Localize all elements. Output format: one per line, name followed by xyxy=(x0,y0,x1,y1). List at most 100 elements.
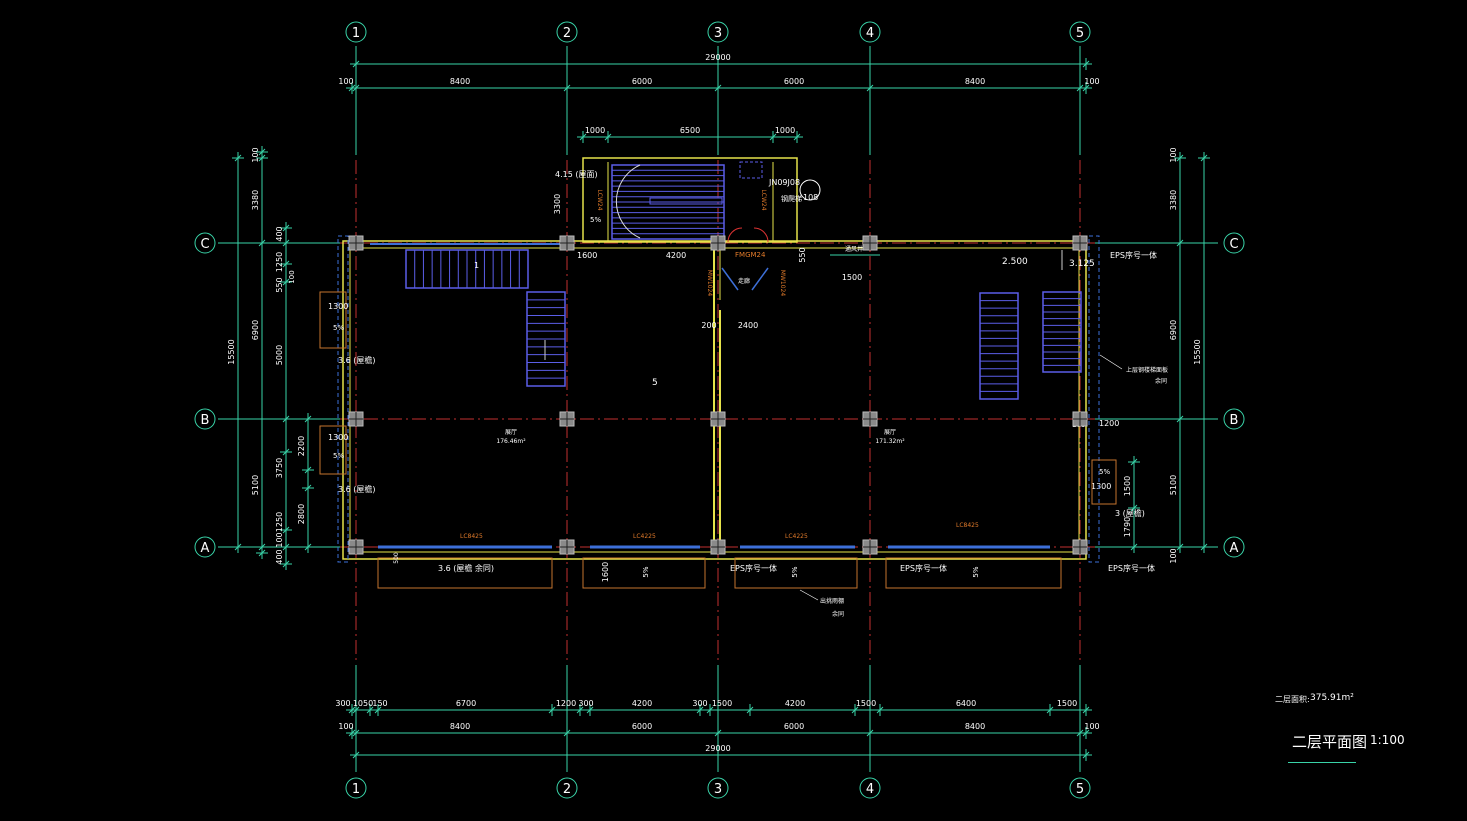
grid-bubble-label-C: C xyxy=(1229,237,1238,252)
grid-bubble-4 xyxy=(859,777,881,799)
grid-bubble-label-B: B xyxy=(1230,413,1239,428)
dim-right-mid-value: 6900 xyxy=(1169,320,1178,340)
dim-left-total-value: 15500 xyxy=(227,339,236,364)
drawing-scale: 1:100 xyxy=(1370,733,1405,747)
grid-bubble-C xyxy=(1223,232,1245,254)
dim-bottom-detail-value: 150 xyxy=(372,699,387,708)
dim-bottom-spans-value: 8400 xyxy=(965,722,985,731)
title-underline xyxy=(1288,762,1356,763)
stairs xyxy=(405,161,1082,400)
slope-label: 5% xyxy=(791,566,799,577)
grid-bubble-3 xyxy=(707,21,729,43)
grid-bubble-label-2: 2 xyxy=(563,782,571,797)
window-label: LC4225 xyxy=(785,533,808,540)
grid-bubble-label-A: A xyxy=(201,541,210,556)
dim-value: 1600 xyxy=(577,251,597,260)
leader-line xyxy=(1099,354,1123,370)
dim-bottom-detail-value: 1200 xyxy=(556,699,576,708)
window-label: LC4225 xyxy=(633,533,656,540)
corridor-label: 走廊 xyxy=(738,277,750,285)
dim-left-mid-value: 5100 xyxy=(251,475,260,495)
dim-stair-top-value: 1000 xyxy=(585,126,605,135)
dim-bottom-detail-value: 1500 xyxy=(1057,699,1077,708)
stair-enclosure xyxy=(582,157,798,243)
room-area: 176.46m² xyxy=(496,438,526,445)
grid-bubble-5 xyxy=(1069,777,1091,799)
room-area: 171.32m² xyxy=(875,438,905,445)
dim-bottom-total-value: 29000 xyxy=(705,744,730,753)
eps-label: EPS序号一体 xyxy=(1110,250,1157,260)
drawing-title: 二层平面图 xyxy=(1292,733,1368,751)
vent-label: 通风井 xyxy=(845,245,863,253)
vestibule-door xyxy=(721,267,769,291)
dim-top-spans-value: 6000 xyxy=(632,77,652,86)
dim-left-mid-value: 100 xyxy=(251,147,260,162)
grid-bubble-label-3: 3 xyxy=(714,26,722,41)
dim-value: 100 xyxy=(288,270,296,283)
grid-bubble-label-A: A xyxy=(1230,541,1239,556)
dim-right-mid-value: 5100 xyxy=(1169,475,1178,495)
vent-shaft xyxy=(739,161,763,179)
eps-label: EPS序号一体 xyxy=(1108,563,1155,573)
slope-label: 5% xyxy=(642,566,650,577)
dim-value: 1300 xyxy=(328,302,348,311)
dim-left-mid-value: 6900 xyxy=(251,320,260,340)
dim-right-mid-value: 3380 xyxy=(1169,190,1178,210)
stair-core-landing xyxy=(649,197,723,205)
grid-bubble-3 xyxy=(707,777,729,799)
area-value: 375.91m² xyxy=(1310,693,1354,703)
slope-label: 5% xyxy=(333,324,344,332)
door-label: MW1024 xyxy=(706,270,713,297)
dim-left-inner-value: 3750 xyxy=(275,458,284,478)
mech-number: 108 xyxy=(803,193,818,202)
area-label: 二层面积: xyxy=(1275,695,1310,704)
dim-top-spans-value: 8400 xyxy=(450,77,470,86)
grid-bubble-label-C: C xyxy=(200,237,209,252)
canopy-level: 3.6 (屋檐) xyxy=(338,355,376,365)
leader-line xyxy=(799,589,819,601)
dim-bottom-spans-value: 6000 xyxy=(784,722,804,731)
slope-label: 5% xyxy=(1099,468,1110,476)
dim-left-canopy-value: 2200 xyxy=(297,436,306,456)
dim-left-inner-value: 1250 xyxy=(275,512,284,532)
window-label: LCW24 xyxy=(596,189,603,210)
grid-bubble-2 xyxy=(556,777,578,799)
dim-value: 1300 xyxy=(1091,482,1111,491)
grid-bubble-1 xyxy=(345,21,367,43)
dim-left-inner-value: 100 xyxy=(275,532,284,547)
grid-bubble-label-4: 4 xyxy=(866,26,874,41)
dim-bottom-detail-value: 300 xyxy=(692,699,707,708)
dim-right-canopy-value: 1790 xyxy=(1123,517,1132,537)
level-label: 3.125 xyxy=(1069,259,1095,269)
grid-bubble-A xyxy=(194,536,216,558)
eps-label: EPS序号一体 xyxy=(900,563,947,573)
window-label: LCW24 xyxy=(760,189,767,210)
dim-bottom-detail-value: 6400 xyxy=(956,699,976,708)
dim-left-inner-value: 1250 xyxy=(275,252,284,272)
dim-bottom-spans-value: 100 xyxy=(338,722,353,731)
dim-bottom-detail-value: 300 xyxy=(335,699,350,708)
slope-label: 5% xyxy=(590,216,601,224)
note-label: 上层钢楼梯面板 xyxy=(1126,366,1168,374)
entry-door xyxy=(727,227,769,243)
dim-bottom-detail-value: 1500 xyxy=(712,699,732,708)
canopy-level: 3 (屋檐) xyxy=(1115,508,1145,518)
side-canopy-left xyxy=(319,425,347,475)
side-canopy-right xyxy=(1091,459,1117,505)
room-name: 展厅 xyxy=(884,429,896,436)
grid-bubble-label-B: B xyxy=(201,413,210,428)
window-label: LC8425 xyxy=(460,533,483,540)
dim-value: 100 xyxy=(1169,147,1178,162)
dim-bottom-spans-value: 8400 xyxy=(450,722,470,731)
grid-bubble-4 xyxy=(859,21,881,43)
dim-stair-top-value: 6500 xyxy=(680,126,700,135)
dim-left-inner-value: 550 xyxy=(275,277,284,292)
grid-bubble-A xyxy=(1223,536,1245,558)
level-label: 2.500 xyxy=(1002,257,1028,267)
grid-bubble-B xyxy=(1223,408,1245,430)
mech-bubble xyxy=(799,179,821,201)
dim-top-spans-value: 100 xyxy=(338,77,353,86)
